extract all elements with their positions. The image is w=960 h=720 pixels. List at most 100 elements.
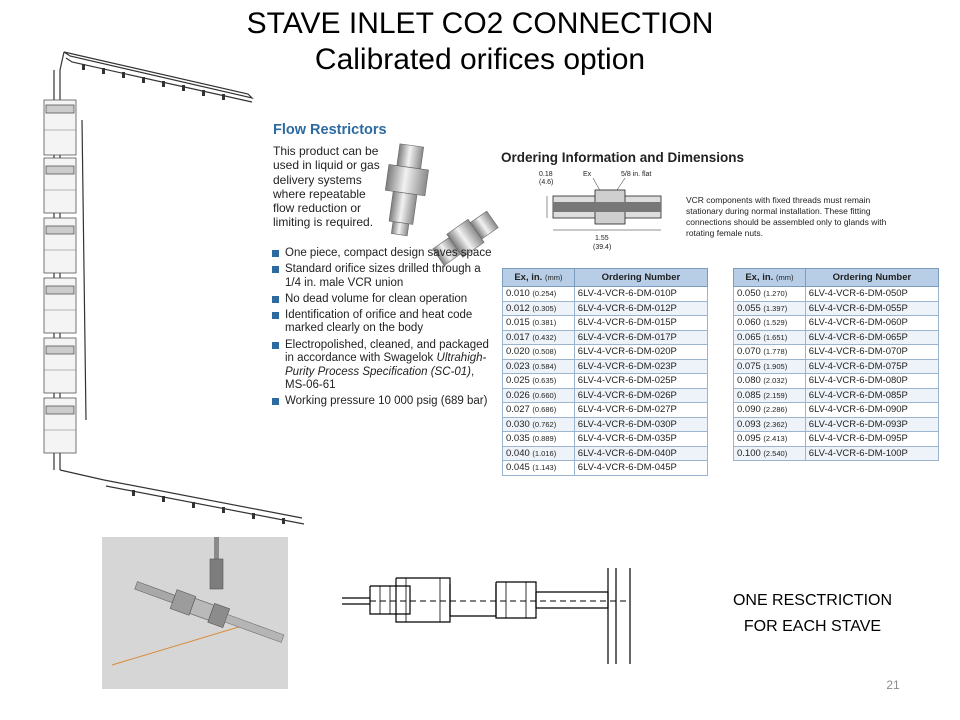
ordering-number-cell: 6LV-4-VCR-6-DM-050P	[804, 286, 940, 302]
ordering-table-right: Ex, in. (mm) Ordering Number 0.050 (1.27…	[733, 268, 940, 461]
table-row: 0.025 (0.635)6LV-4-VCR-6-DM-025P	[502, 373, 709, 389]
table-row: 0.030 (0.762)6LV-4-VCR-6-DM-030P	[502, 416, 709, 432]
ex-inch: 0.095	[737, 433, 761, 445]
ex-cell: 0.095 (2.413)	[733, 431, 806, 447]
ex-mm: (2.413)	[763, 434, 788, 444]
ordering-number-cell: 6LV-4-VCR-6-DM-025P	[573, 373, 709, 389]
table-row: 0.085 (2.159)6LV-4-VCR-6-DM-085P	[733, 387, 940, 403]
dim-length-mm: (39.4)	[593, 244, 611, 251]
ordering-number-cell: 6LV-4-VCR-6-DM-020P	[573, 344, 709, 360]
ex-cell: 0.017 (0.432)	[502, 329, 575, 345]
table-row: 0.100 (2.540)6LV-4-VCR-6-DM-100P	[733, 445, 940, 461]
flow-restrictors-intro: This product can be used in liquid or ga…	[273, 144, 380, 230]
ex-inch: 0.085	[737, 389, 761, 401]
dim-height-mm: (4.6)	[539, 179, 553, 186]
ordering-number-cell: 6LV-4-VCR-6-DM-023P	[573, 358, 709, 374]
ex-inch: 0.060	[737, 317, 761, 329]
ordering-number-cell: 6LV-4-VCR-6-DM-010P	[573, 286, 709, 302]
ex-inch: 0.030	[506, 418, 530, 430]
feature-text: Electropolished, cleaned, and packaged i…	[285, 338, 489, 365]
feature-item: Identification of orifice and heat code …	[271, 309, 496, 336]
table-row: 0.090 (2.286)6LV-4-VCR-6-DM-090P	[733, 402, 940, 418]
dimension-drawing: 0.18 (4.6) Ex 5/8 in. flat 1.55 (39.4)	[539, 171, 662, 251]
ordering-number-cell: 6LV-4-VCR-6-DM-040P	[573, 445, 709, 461]
ordering-number-cell: 6LV-4-VCR-6-DM-026P	[573, 387, 709, 403]
ordering-number-cell: 6LV-4-VCR-6-DM-070P	[804, 344, 940, 360]
table-row: 0.050 (1.270)6LV-4-VCR-6-DM-050P	[733, 286, 940, 302]
feature-list: One piece, compact design saves space St…	[271, 247, 496, 412]
ex-inch: 0.070	[737, 346, 761, 358]
connection-3d-render	[102, 537, 288, 689]
ex-cell: 0.090 (2.286)	[733, 402, 806, 418]
ex-inch: 0.040	[506, 447, 530, 459]
ordering-number-cell: 6LV-4-VCR-6-DM-055P	[804, 300, 940, 316]
ex-mm: (0.762)	[532, 419, 557, 429]
dim-flat-label: 5/8 in. flat	[621, 171, 651, 178]
ex-mm: (1.651)	[763, 332, 788, 342]
ex-inch: 0.027	[506, 404, 530, 416]
ex-mm: (0.584)	[532, 361, 557, 371]
ex-cell: 0.025 (0.635)	[502, 373, 575, 389]
ex-cell: 0.085 (2.159)	[733, 387, 806, 403]
title-line-2: Calibrated orifices option	[314, 43, 646, 76]
table-row: 0.055 (1.397)6LV-4-VCR-6-DM-055P	[733, 300, 940, 316]
ex-inch: 0.017	[506, 331, 530, 343]
ex-inch: 0.050	[737, 288, 761, 300]
ex-mm: (2.032)	[763, 376, 788, 386]
ex-cell: 0.055 (1.397)	[733, 300, 806, 316]
note-line-1: ONE RESCTRICTION	[732, 592, 893, 609]
ex-mm: (0.254)	[532, 289, 557, 299]
ordering-info-heading: Ordering Information and Dimensions	[501, 150, 745, 165]
ex-cell: 0.060 (1.529)	[733, 315, 806, 331]
feature-item: Working pressure 10 000 psig (689 bar)	[271, 395, 496, 409]
ex-inch: 0.025	[506, 375, 530, 387]
ex-inch: 0.026	[506, 389, 530, 401]
slide-title: STAVE INLET CO2 CONNECTION Calibrated or…	[0, 6, 960, 78]
ex-inch: 0.093	[737, 418, 761, 430]
ordering-number-cell: 6LV-4-VCR-6-DM-045P	[573, 460, 709, 476]
ordering-number-cell: 6LV-4-VCR-6-DM-035P	[573, 431, 709, 447]
ex-mm: (1.778)	[763, 347, 788, 357]
ex-cell: 0.093 (2.362)	[733, 416, 806, 432]
ordering-number-cell: 6LV-4-VCR-6-DM-027P	[573, 402, 709, 418]
table-row: 0.070 (1.778)6LV-4-VCR-6-DM-070P	[733, 344, 940, 360]
ex-mm: (0.432)	[532, 332, 557, 342]
ex-mm: (2.286)	[763, 405, 788, 415]
ex-cell: 0.070 (1.778)	[733, 344, 806, 360]
table-row: 0.015 (0.381)6LV-4-VCR-6-DM-015P	[502, 315, 709, 331]
ordering-number-cell: 6LV-4-VCR-6-DM-100P	[804, 445, 940, 461]
ex-cell: 0.075 (1.905)	[733, 358, 806, 374]
feature-spec-name: Ultrahigh-Purity Process Specification (…	[285, 352, 487, 378]
ex-cell: 0.065 (1.651)	[733, 329, 806, 345]
ex-mm: (2.159)	[763, 390, 788, 400]
ex-inch: 0.075	[737, 360, 761, 372]
ex-cell: 0.026 (0.660)	[502, 387, 575, 403]
ex-mm: (2.540)	[763, 448, 788, 458]
ex-cell: 0.040 (1.016)	[502, 445, 575, 461]
ex-inch: 0.020	[506, 346, 530, 358]
col-ex: Ex, in. (mm)	[502, 268, 575, 287]
col-ex: Ex, in. (mm)	[733, 268, 806, 287]
ex-mm: (1.529)	[763, 318, 788, 328]
feature-item: Standard orifice sizes drilled through a…	[271, 263, 496, 290]
table-row: 0.010 (0.254) 6LV-4-VCR-6-DM-010P	[502, 286, 709, 302]
ex-mm: (1.016)	[532, 448, 557, 458]
dim-length-in: 1.55	[595, 235, 609, 242]
ex-mm: (0.889)	[532, 434, 557, 444]
table-row: 0.095 (2.413)6LV-4-VCR-6-DM-095P	[733, 431, 940, 447]
section-drawing	[342, 568, 631, 664]
ex-inch: 0.010	[506, 288, 530, 300]
note-caption: ONE RESCTRICTION FOR EACH STAVE	[700, 588, 925, 640]
ex-cell: 0.015 (0.381)	[502, 315, 575, 331]
vcr-note: VCR components with fixed threads must r…	[686, 195, 887, 238]
ex-inch: 0.023	[506, 360, 530, 372]
ordering-number-cell: 6LV-4-VCR-6-DM-060P	[804, 315, 940, 331]
table-row: 0.023 (0.584) 6LV-4-VCR-6-DM-023P	[502, 358, 709, 374]
ex-mm: (0.381)	[532, 318, 557, 328]
ex-mm: (0.305)	[532, 303, 557, 313]
table-row: 0.017 (0.432)6LV-4-VCR-6-DM-017P	[502, 329, 709, 345]
table-row: 0.020 (0.508)6LV-4-VCR-6-DM-020P	[502, 344, 709, 360]
dim-height-in: 0.18	[539, 171, 553, 178]
col-ordering-number: Ordering Number	[573, 268, 709, 287]
table-row: 0.027 (0.686)6LV-4-VCR-6-DM-027P	[502, 402, 709, 418]
